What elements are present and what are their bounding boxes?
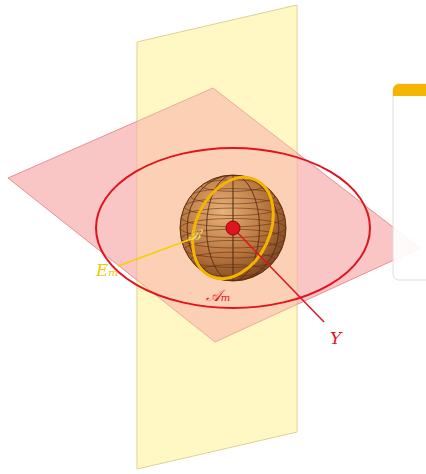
center-dot xyxy=(226,221,240,235)
leader-line xyxy=(233,228,324,322)
leader-line xyxy=(118,238,194,266)
orbit-ellipse xyxy=(96,148,370,308)
globe-grid xyxy=(180,175,286,281)
vertical-plane-overlay xyxy=(137,5,297,469)
side-panel xyxy=(393,84,426,280)
vertical-plane xyxy=(137,5,297,469)
great-circle xyxy=(177,164,289,291)
circle-label: Eₘ xyxy=(96,262,119,279)
globe xyxy=(180,175,286,281)
point-label: Y xyxy=(330,330,341,347)
circle-label: ℬ xyxy=(188,228,201,243)
orbit-label: 𝒜ₘ xyxy=(206,288,231,304)
